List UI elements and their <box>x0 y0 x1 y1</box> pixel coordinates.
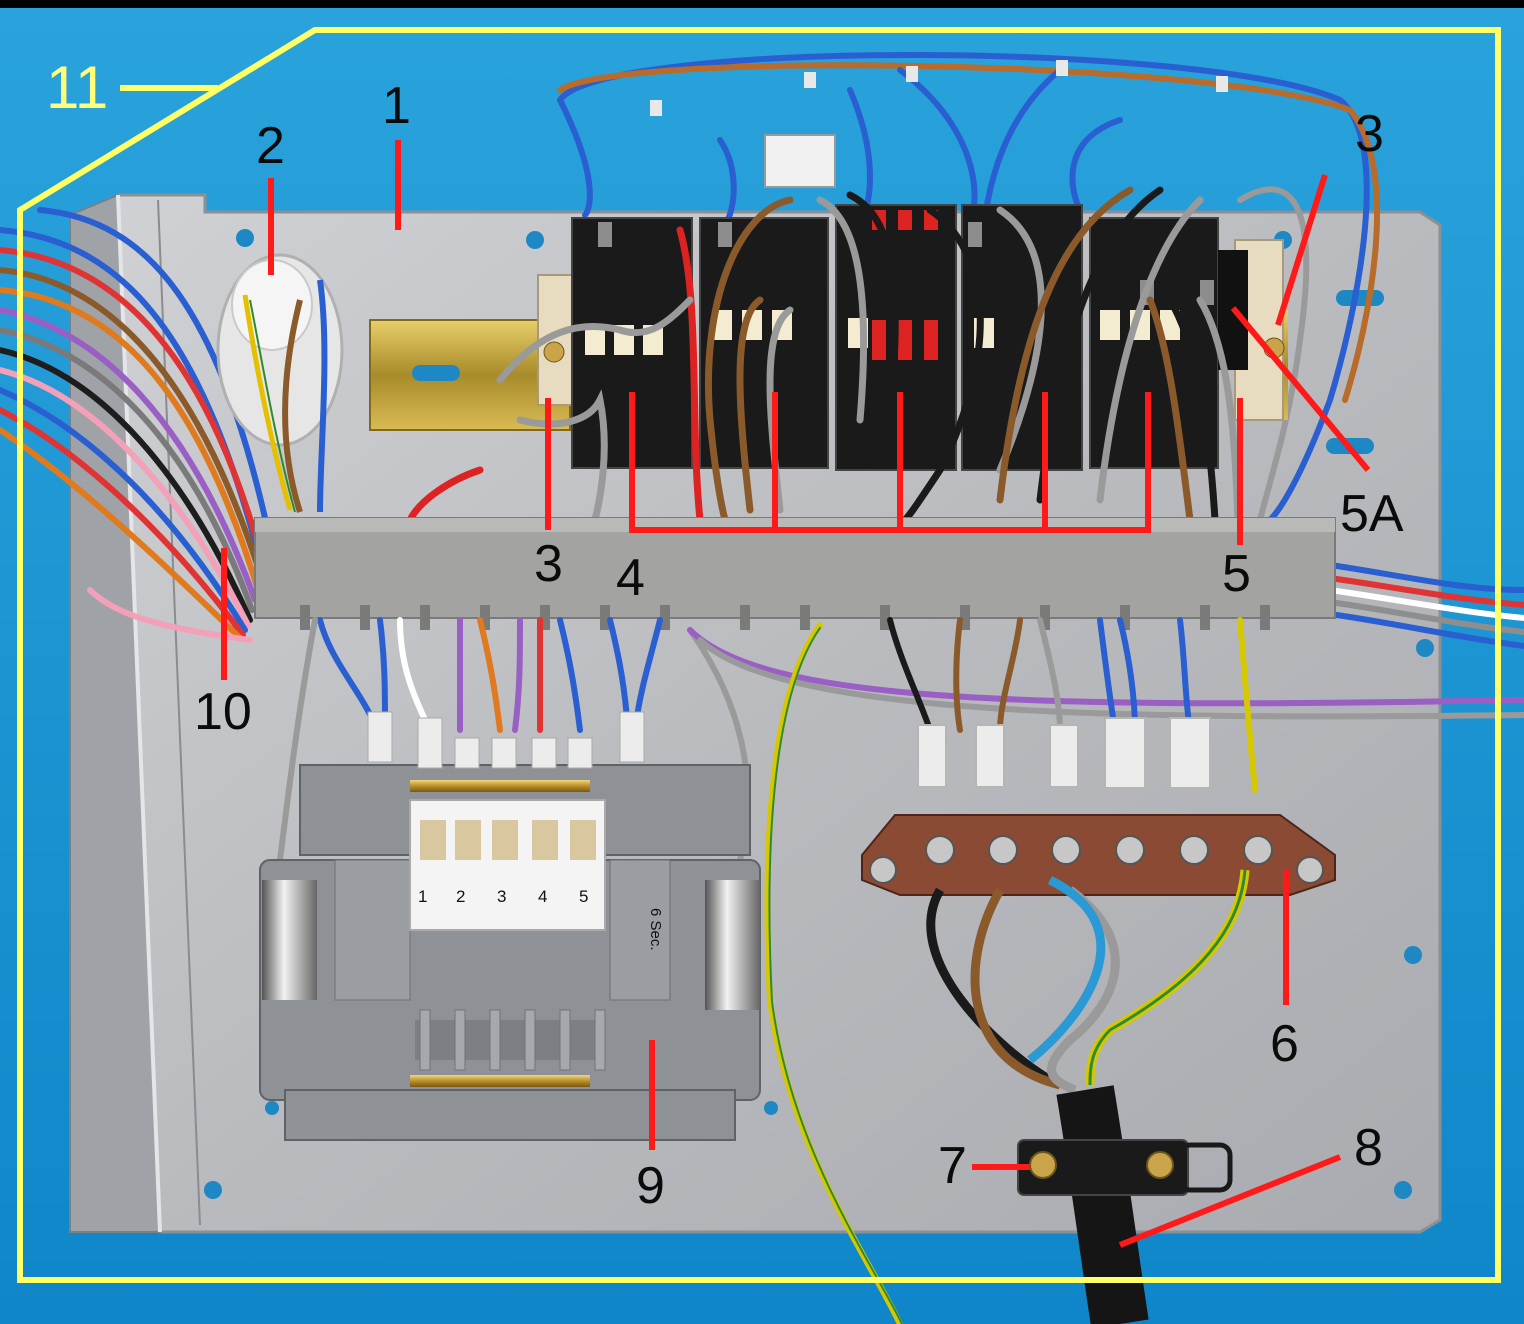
callout-1: 1 <box>382 77 411 135</box>
leader-4 <box>629 392 1151 533</box>
leader-lines <box>221 140 1371 1248</box>
cable-ties-top <box>650 60 1228 116</box>
timer-cam-3: 3 <box>497 887 507 906</box>
contactor-wiring <box>406 186 1242 524</box>
callout-5: 5 <box>1222 545 1251 603</box>
wiring-bundle-icon <box>0 207 273 643</box>
cable-duct-icon <box>254 517 1336 630</box>
callout-2: 2 <box>256 117 285 175</box>
white-connector <box>764 134 836 188</box>
power-cable-icon <box>926 869 1250 1324</box>
cam-timer-icon <box>259 711 761 1141</box>
leader-3-right <box>1275 174 1328 326</box>
callout-5a: 5A <box>1340 485 1404 543</box>
timer-cam-5: 5 <box>579 887 589 906</box>
terminal-block-icon <box>861 717 1336 896</box>
callout-11: 11 <box>46 54 109 121</box>
cable-clamp-icon <box>1017 1139 1233 1196</box>
timer-cam-1: 1 <box>418 887 428 906</box>
callout-3-right: 3 <box>1355 105 1384 163</box>
timer-cam-4: 4 <box>538 887 548 906</box>
callout-6: 6 <box>1270 1015 1299 1073</box>
timer-duration-label: 6 Sec. <box>647 908 664 951</box>
top-wire-loops <box>557 52 1381 523</box>
callout-10: 10 <box>194 683 252 741</box>
callout-4: 4 <box>616 549 645 607</box>
callout-8: 8 <box>1354 1119 1383 1177</box>
assembly-outline <box>17 27 1501 1283</box>
leader-8 <box>1118 1154 1342 1248</box>
timer-cam-2: 2 <box>456 887 466 906</box>
callout-3-left: 3 <box>534 535 563 593</box>
capacitor-icon <box>216 253 344 513</box>
callout-9: 9 <box>636 1157 665 1215</box>
leader-5a <box>1230 306 1371 472</box>
callout-7: 7 <box>938 1137 967 1195</box>
